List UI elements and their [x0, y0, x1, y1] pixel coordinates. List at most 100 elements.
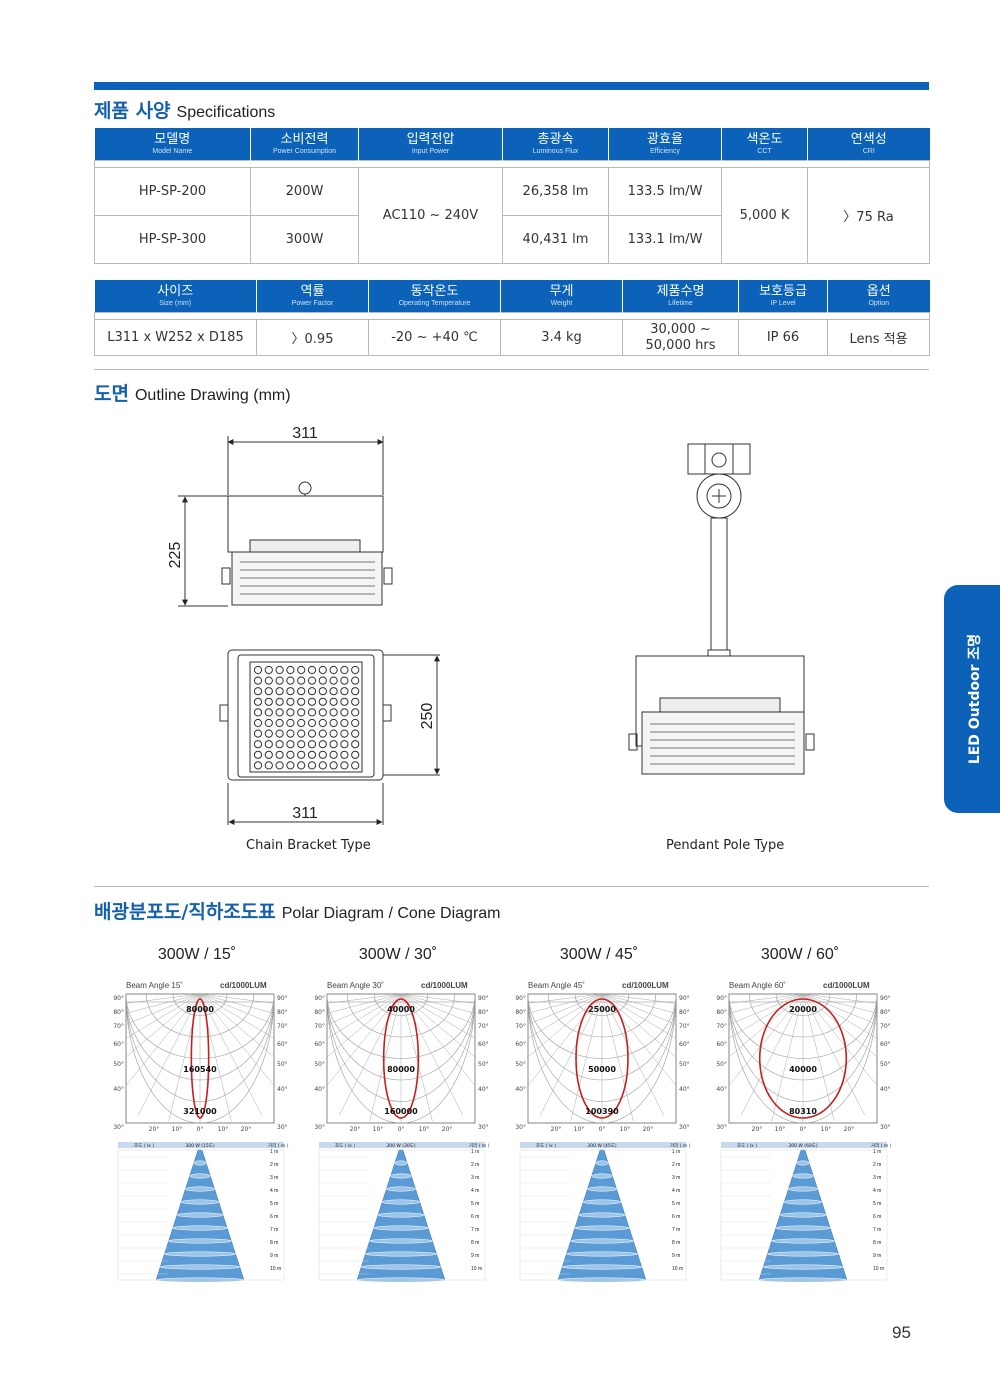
- cone-header-bar: [721, 1142, 887, 1148]
- cone-ring: [159, 1264, 241, 1270]
- angle-label-right: 30°: [478, 1124, 489, 1131]
- polar-spoke: [327, 994, 402, 1058]
- cone-distance-label: 6 m: [672, 1214, 680, 1220]
- polar-spoke: [400, 994, 463, 1116]
- cone-frame: [720, 1149, 888, 1281]
- beam-angle-label: Beam Angle 15˚: [126, 981, 183, 990]
- led-dot: [329, 761, 338, 770]
- angle-label-right: 30°: [880, 1124, 891, 1131]
- led-dot: [318, 750, 327, 759]
- led-dot: [264, 750, 273, 759]
- cone-distance-label: 7 m: [873, 1227, 881, 1233]
- panel-title: 300W / 30˚: [358, 946, 438, 963]
- led-dot: [275, 697, 284, 706]
- led-dot: [253, 665, 263, 675]
- intensity-label: 80000: [186, 1005, 214, 1014]
- cone-distance-label: 10 m: [672, 1266, 683, 1272]
- angle-label-right: 60°: [277, 1041, 288, 1048]
- angle-label-right: 50°: [880, 1061, 891, 1068]
- led-dot: [275, 761, 284, 770]
- outline-drawing: 311 225 250 311: [167, 425, 815, 825]
- cone-ring: [771, 1238, 835, 1244]
- led-dot: [318, 708, 327, 717]
- led-dot: [307, 676, 317, 685]
- angle-label-right: 70°: [880, 1023, 891, 1030]
- cone-distance-label: 4 m: [270, 1188, 278, 1194]
- angle-label-bottom: 0°: [398, 1126, 405, 1133]
- side-fins: [240, 561, 375, 595]
- led-dot: [297, 697, 306, 706]
- angle-label-right: 40°: [478, 1086, 489, 1093]
- cone-distance-label: 8 m: [672, 1240, 680, 1246]
- cone-header-distance: 거리 ( m ): [469, 1142, 490, 1149]
- polar-spoke: [327, 994, 402, 1025]
- side-category-tab[interactable]: LED Outdoor 조명: [944, 585, 1000, 813]
- angle-label-right: 50°: [478, 1061, 489, 1068]
- angle-label-left: 60°: [314, 1041, 325, 1048]
- polar-spoke: [199, 994, 274, 1086]
- polar-spoke: [528, 994, 603, 1058]
- angle-label-right: 90°: [277, 995, 288, 1002]
- led-dot: [264, 665, 273, 675]
- polar-diagram: 90°90°80°80°70°70°60°60°50°50°40°40°30°3…: [515, 993, 691, 1283]
- polar-spoke: [729, 994, 804, 1025]
- polar-spoke: [802, 994, 877, 1086]
- beam-angle-label: Beam Angle 30˚: [327, 981, 384, 990]
- angle-label-left: 90°: [314, 995, 325, 1002]
- angle-label-right: 60°: [478, 1041, 489, 1048]
- led-dot: [329, 750, 338, 759]
- cone-distance-label: 2 m: [672, 1162, 680, 1168]
- cone-ring: [390, 1173, 412, 1179]
- angle-label-left: 40°: [515, 1086, 526, 1093]
- polar-diagram: 90°90°80°80°70°70°60°60°50°50°40°40°30°3…: [716, 993, 892, 1283]
- cone-distance-label: 1 m: [270, 1149, 278, 1155]
- polar-spoke: [601, 994, 676, 1025]
- led-dot: [275, 687, 284, 696]
- angle-label-bottom: 0°: [800, 1126, 807, 1133]
- angle-label-right: 90°: [679, 995, 690, 1002]
- angle-label-left: 50°: [515, 1061, 526, 1068]
- angle-label-right: 40°: [880, 1086, 891, 1093]
- angle-label-right: 50°: [679, 1061, 690, 1068]
- angle-label-right: 80°: [880, 1009, 891, 1016]
- angle-label-left: 70°: [515, 1023, 526, 1030]
- led-dot: [253, 697, 263, 706]
- intensity-label: 40000: [789, 1065, 817, 1074]
- dim-width-top: 311: [292, 425, 318, 442]
- led-dot: [340, 687, 349, 696]
- cone-ring: [164, 1251, 236, 1257]
- led-dot: [275, 750, 284, 759]
- angle-label-bottom: 20°: [350, 1126, 361, 1133]
- cone-distance-label: 10 m: [270, 1266, 281, 1272]
- cone-distance-label: 3 m: [270, 1175, 278, 1181]
- led-dot: [307, 718, 317, 728]
- led-dot: [351, 697, 360, 706]
- led-dot: [286, 697, 295, 706]
- angle-label-bottom: 20°: [551, 1126, 562, 1133]
- led-dot: [264, 740, 273, 749]
- led-dot: [297, 729, 306, 738]
- cone-ring: [180, 1199, 220, 1205]
- intensity-label: 80000: [387, 1065, 415, 1074]
- cell-cri: 〉75 Ra: [807, 167, 930, 264]
- led-dot: [318, 687, 327, 696]
- led-dot: [275, 729, 284, 738]
- beam-curve: [190, 998, 210, 1119]
- cone-ring: [172, 1225, 228, 1231]
- cone-header-bar: [118, 1142, 284, 1148]
- panel-title: 300W / 15˚: [157, 946, 237, 963]
- pendant-pole-drawing: [628, 443, 815, 775]
- led-dot: [351, 708, 360, 717]
- angle-label-left: 50°: [716, 1061, 727, 1068]
- led-dot: [264, 761, 273, 770]
- intensity-label: 40000: [387, 1005, 415, 1014]
- polar-spoke: [729, 994, 804, 1014]
- led-dot: [307, 687, 317, 696]
- cone-header-bar: [520, 1142, 686, 1148]
- top-accent-bar: [94, 82, 929, 90]
- intensity-label: 25000: [588, 1005, 616, 1014]
- led-dot: [351, 718, 360, 728]
